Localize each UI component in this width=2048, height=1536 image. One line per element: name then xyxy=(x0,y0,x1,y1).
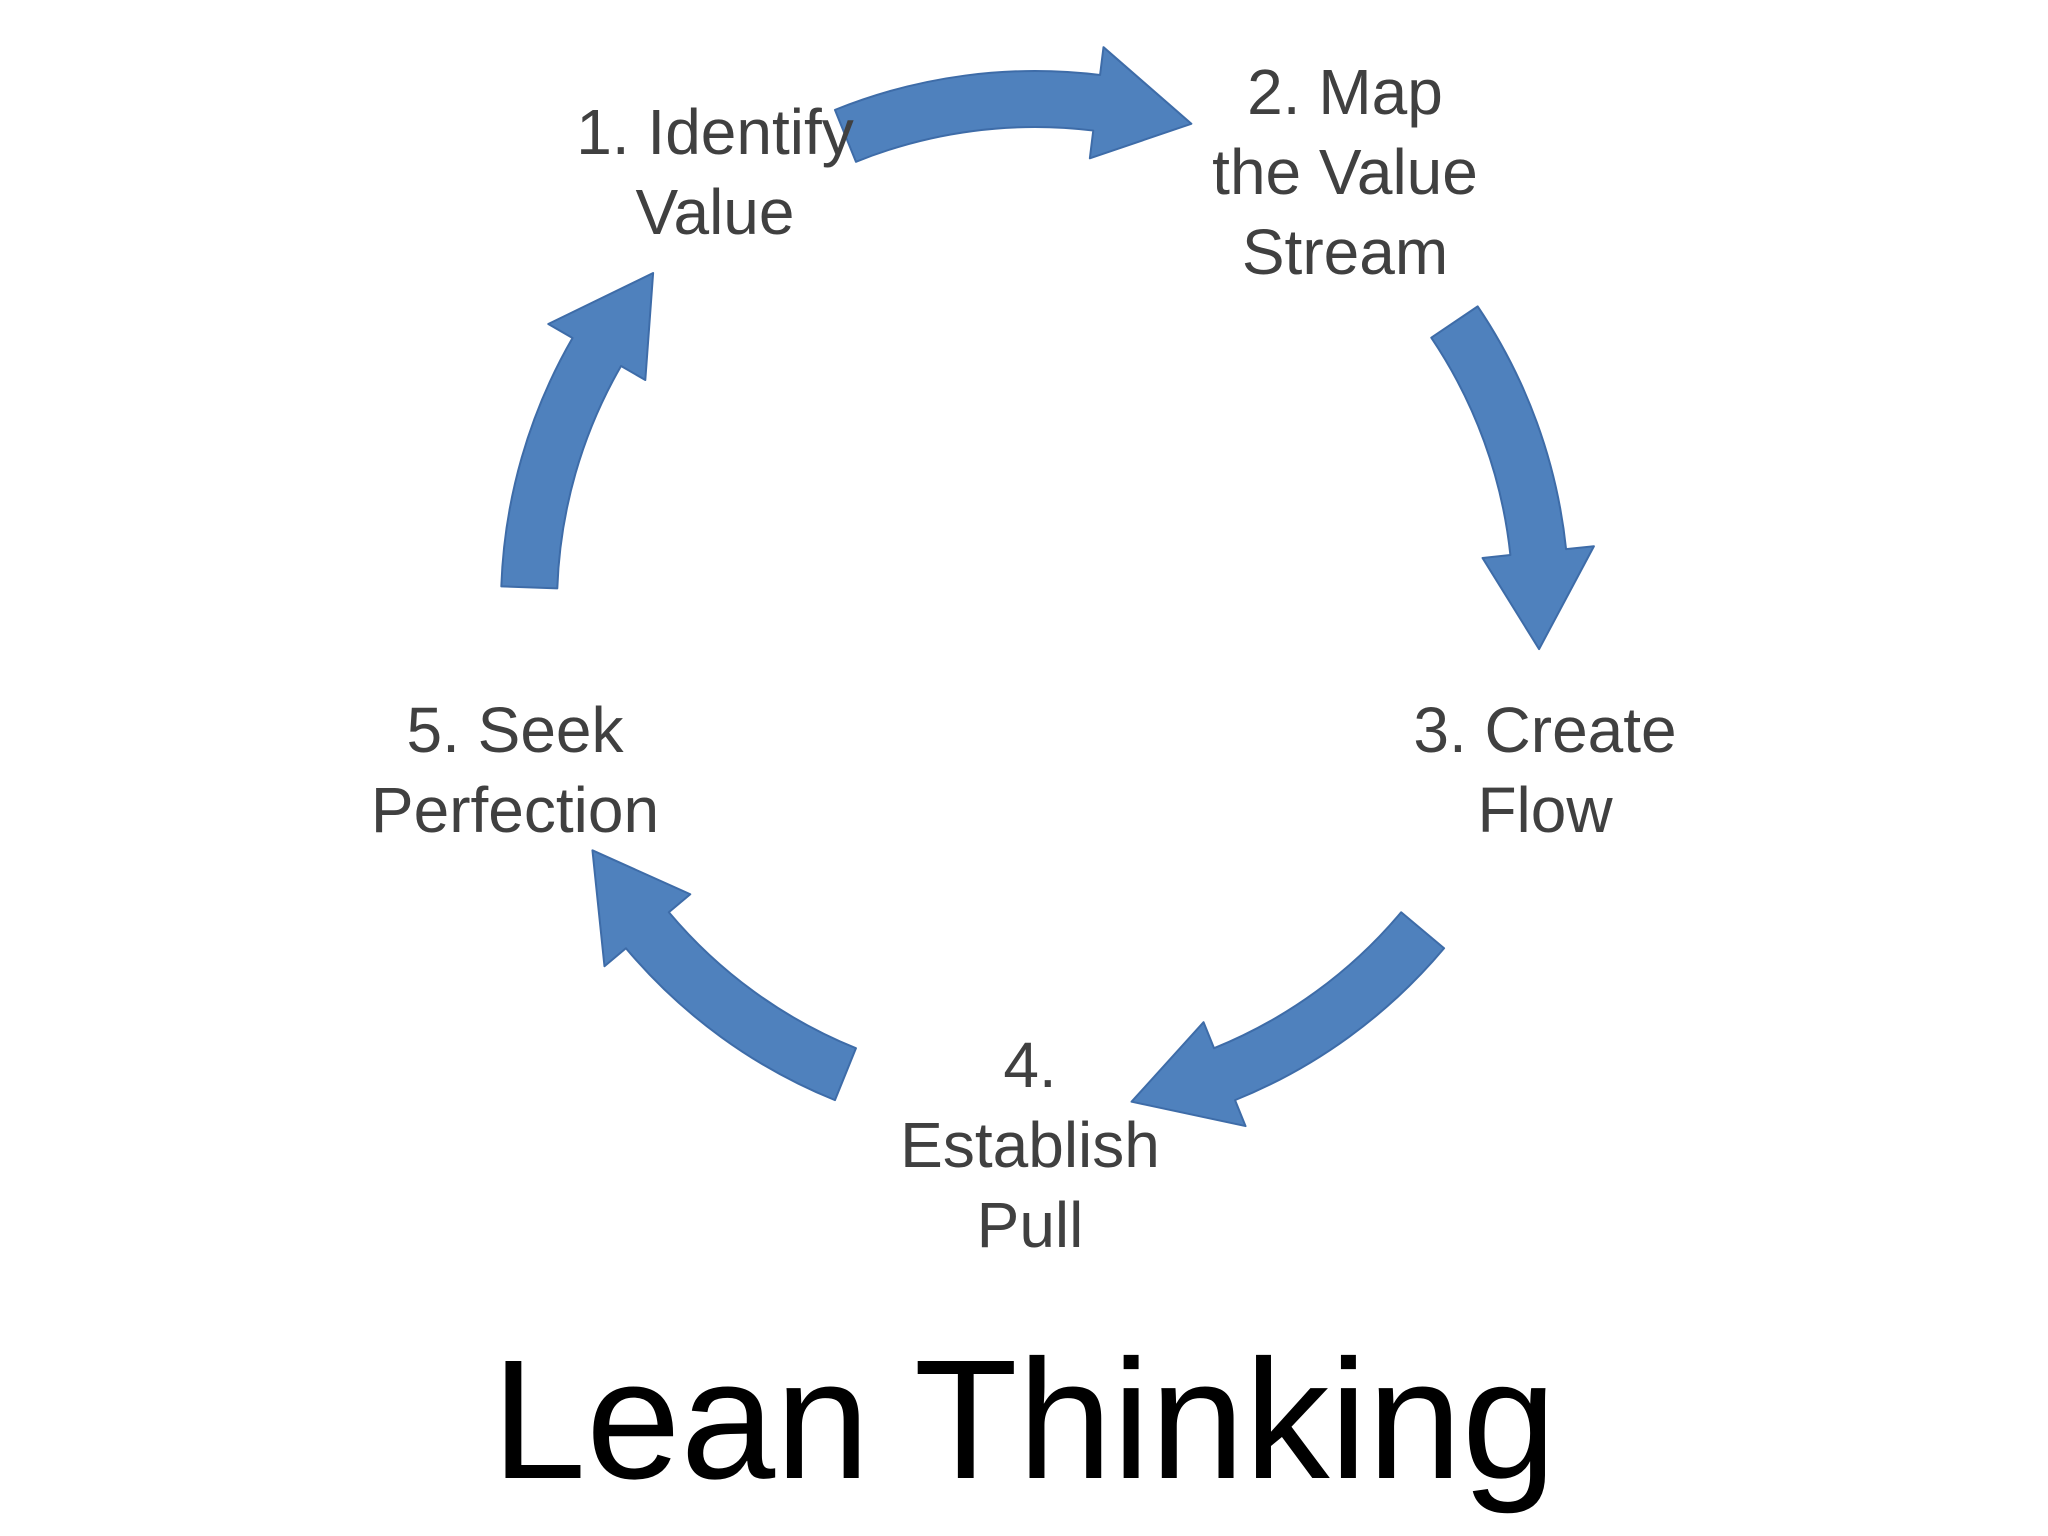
step-2-line-1: 2. Map xyxy=(1247,56,1443,128)
step-4-label: 4. Establish Pull xyxy=(870,1025,1190,1265)
cycle-arrow-4-to-5 xyxy=(591,849,857,1102)
cycle-arrow-5-to-1 xyxy=(500,272,655,590)
cycle-arrow-1-to-2 xyxy=(833,46,1193,163)
step-4-line-3: Pull xyxy=(976,1189,1084,1261)
cycle-arrow-3-to-4 xyxy=(1130,911,1446,1128)
step-3-line-1: 3. Create xyxy=(1413,694,1677,766)
step-5-line-2: Perfection xyxy=(370,774,660,846)
slide-title: Lean Thinking xyxy=(491,1325,1557,1515)
step-1-label: 1. Identify Value xyxy=(555,92,875,252)
cycle-arrow-2-to-3 xyxy=(1430,305,1595,651)
step-3-label: 3. Create Flow xyxy=(1385,690,1705,850)
step-1-line-1: 1. Identify xyxy=(576,96,854,168)
step-4-line-1: 4. xyxy=(1003,1029,1057,1101)
step-5-label: 5. Seek Perfection xyxy=(355,690,675,850)
step-4-line-2: Establish xyxy=(900,1109,1160,1181)
step-5-line-1: 5. Seek xyxy=(406,694,624,766)
step-2-line-3: Stream xyxy=(1241,216,1449,288)
step-1-line-2: Value xyxy=(635,176,795,248)
step-3-line-2: Flow xyxy=(1477,774,1613,846)
step-2-line-2: the Value xyxy=(1212,136,1478,208)
step-2-label: 2. Map the Value Stream xyxy=(1185,52,1505,292)
